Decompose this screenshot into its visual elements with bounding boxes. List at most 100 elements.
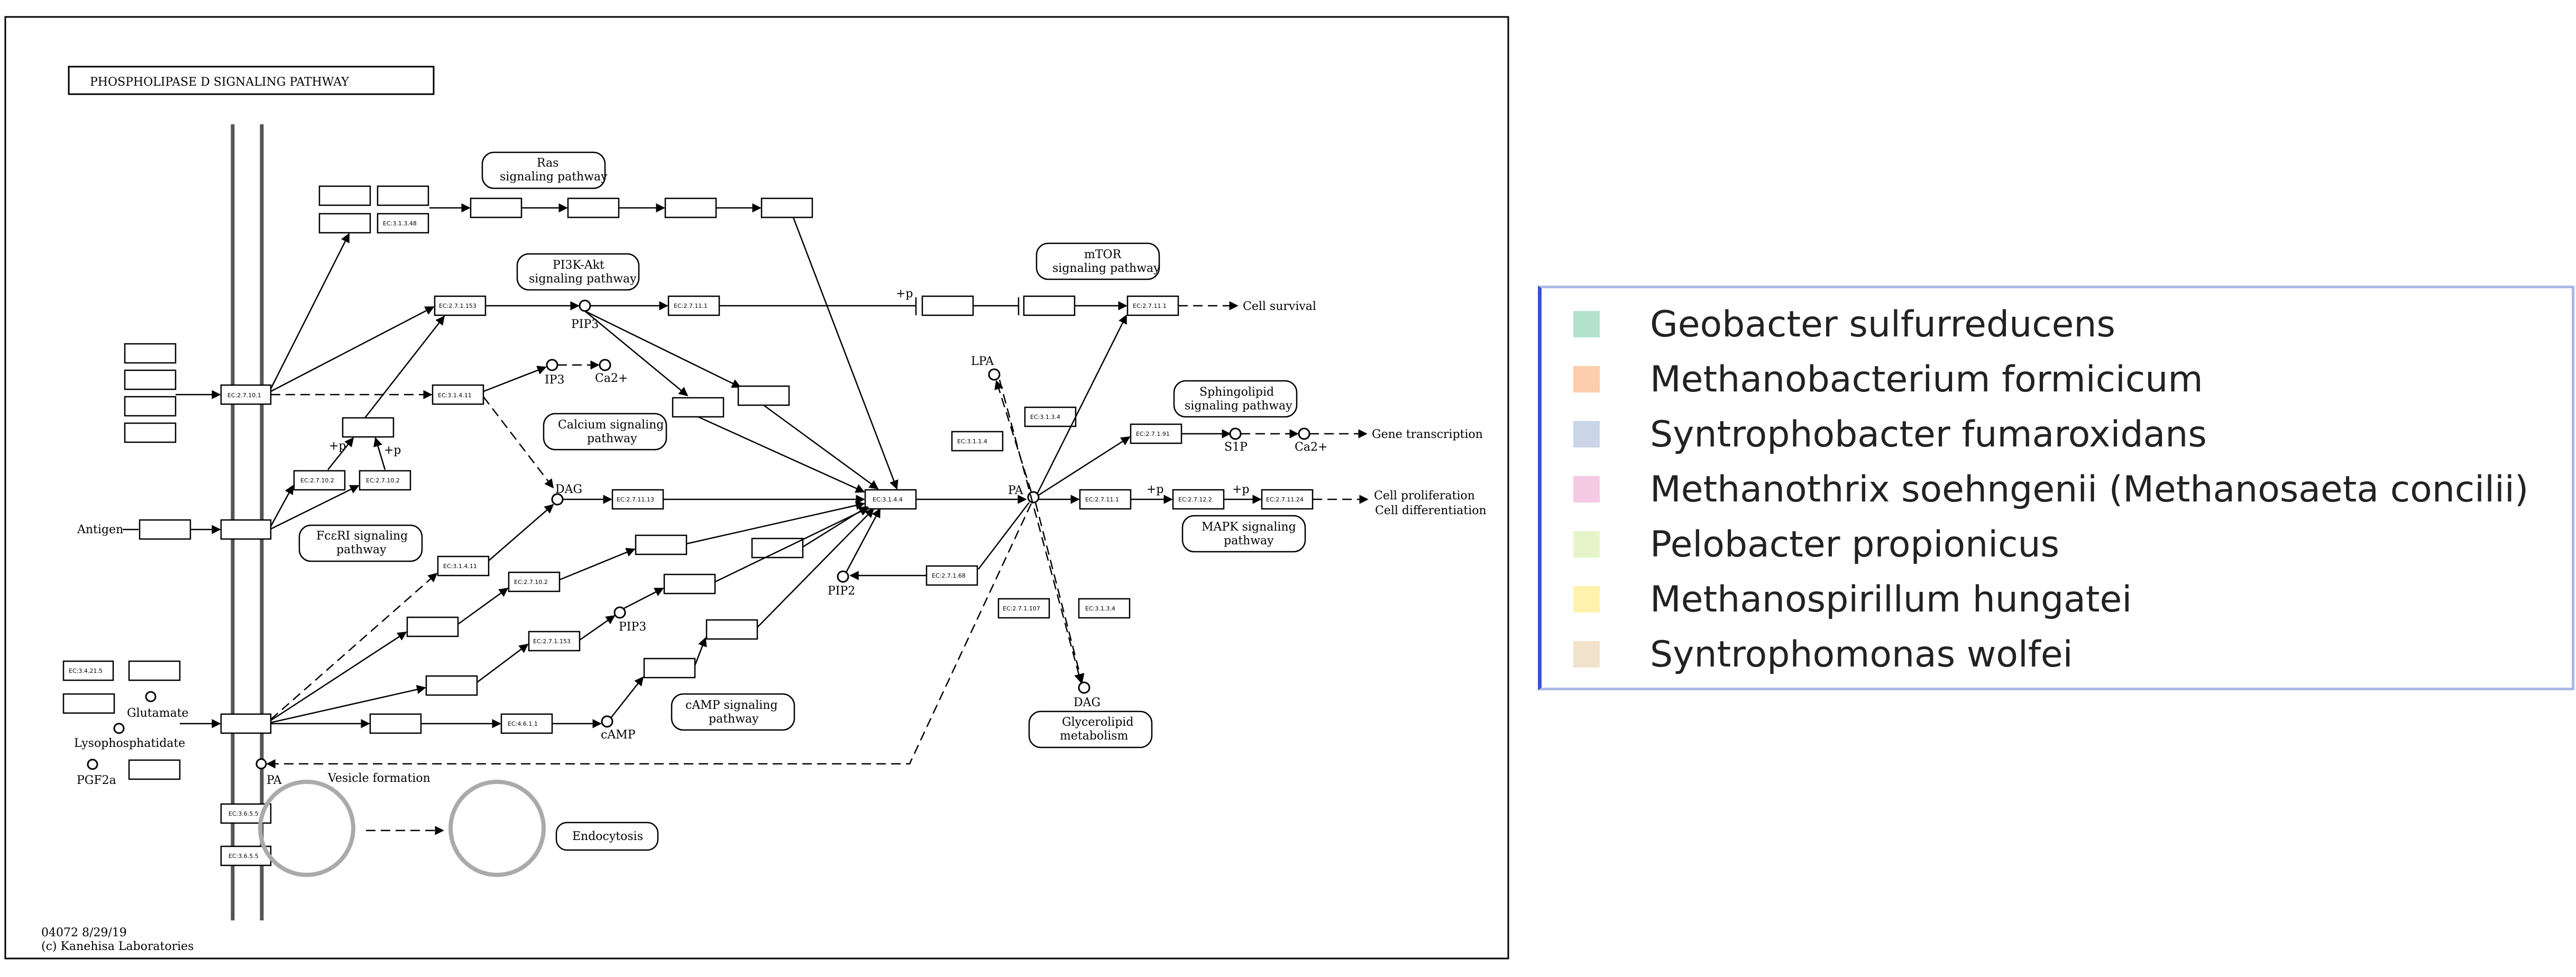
- gene-box[interactable]: [369, 713, 422, 734]
- ec-node[interactable]: EC:3.1.4.11: [437, 555, 490, 577]
- gene-box[interactable]: [470, 197, 522, 218]
- pathway-link-ras[interactable]: Ras signaling pathway: [481, 151, 608, 189]
- legend-item: Geobacter sulfurreducens: [1573, 299, 2115, 350]
- pathway-link-glycerolipid[interactable]: Glycerolipid metabolism: [1028, 710, 1153, 748]
- ec-node[interactable]: EC:3.1.1.4: [951, 431, 1004, 452]
- compound-node[interactable]: [988, 368, 1001, 381]
- pathway-link-endocytosis[interactable]: Endocytosis: [555, 821, 659, 851]
- pathway-link-mapk[interactable]: MAPK signaling pathway: [1181, 515, 1306, 553]
- compound-node[interactable]: [546, 359, 558, 371]
- compound-node[interactable]: [1027, 491, 1040, 504]
- ec-node[interactable]: EC:2.7.1.153: [528, 631, 581, 652]
- gene-box[interactable]: [672, 397, 725, 418]
- gene-box[interactable]: [567, 197, 620, 218]
- phospho-label: +p: [384, 444, 401, 457]
- gene-box[interactable]: [318, 213, 371, 234]
- compound-node[interactable]: [1298, 427, 1310, 440]
- svg-text:EC:2.7.10.2: EC:2.7.10.2: [514, 579, 548, 586]
- ec-node[interactable]: EC:2.7.10.2: [359, 470, 411, 491]
- pathway-link-calcium[interactable]: Calcium signaling pathway: [543, 413, 667, 451]
- gene-box[interactable]: [664, 197, 717, 218]
- ec-node[interactable]: EC:2.7.11.1: [1126, 295, 1179, 316]
- gene-box[interactable]: [643, 658, 696, 679]
- ec-node[interactable]: EC:2.7.10.2: [508, 571, 561, 592]
- gene-box[interactable]: [737, 385, 790, 406]
- compound-node[interactable]: [599, 359, 611, 371]
- ec-node[interactable]: EC:3.6.5.5: [220, 845, 272, 866]
- ec-node[interactable]: EC:4.6.1.1: [500, 713, 553, 734]
- compound-node[interactable]: [601, 715, 613, 728]
- compound-label: Glutamate: [127, 707, 189, 720]
- ec-node[interactable]: EC:2.7.1.68: [925, 565, 978, 586]
- compound-node[interactable]: [579, 299, 591, 312]
- pathway-link-pi3k[interactable]: PI3K-Akt signaling pathway: [516, 253, 640, 291]
- output-label: Gene transcription: [1372, 428, 1483, 441]
- pathway-link-camp[interactable]: cAMP signaling pathway: [671, 693, 795, 731]
- compound-label: LPA: [971, 355, 994, 368]
- svg-text:pathway: pathway: [336, 543, 387, 556]
- svg-text:pathway: pathway: [587, 432, 637, 445]
- gene-box[interactable]: [318, 185, 371, 206]
- ec-node[interactable]: EC:3.1.4.4: [864, 489, 917, 510]
- gene-box[interactable]: [377, 185, 429, 206]
- legend-swatch: [1573, 531, 1600, 558]
- ec-node[interactable]: EC:2.7.11.13: [611, 489, 664, 510]
- gene-box[interactable]: [921, 295, 974, 316]
- ec-node[interactable]: EC:2.7.10.2: [293, 470, 346, 491]
- svg-text:EC:3.1.4.4: EC:3.1.4.4: [873, 496, 903, 503]
- ec-node[interactable]: EC:2.7.10.1: [220, 384, 272, 405]
- legend-label: Syntrophomonas wolfei: [1650, 633, 2073, 675]
- legend-item: Syntrophobacter fumaroxidans: [1573, 409, 2207, 460]
- ec-node[interactable]: EC:2.7.11.1: [1079, 489, 1132, 510]
- svg-text:FcεRI signaling: FcεRI signaling: [316, 529, 408, 543]
- compound-label: DAG: [555, 483, 582, 496]
- ligand-box[interactable]: [128, 759, 181, 780]
- ec-node[interactable]: EC:2.7.12.2: [1172, 489, 1225, 510]
- compound-node[interactable]: [145, 691, 157, 702]
- ec-node[interactable]: EC:3.1.3.48: [377, 213, 429, 234]
- ligand-box[interactable]: [62, 693, 115, 714]
- compound-node[interactable]: [1078, 681, 1090, 694]
- pathway-link-sphingolipid[interactable]: Sphingolipid signaling pathway: [1173, 380, 1298, 418]
- gene-box[interactable]: [705, 619, 758, 640]
- antigen-box[interactable]: [139, 519, 191, 540]
- ec-node[interactable]: EC:3.1.4.11: [432, 384, 484, 405]
- svg-text:Ras: Ras: [537, 157, 558, 170]
- gene-box[interactable]: [751, 537, 804, 559]
- svg-text:EC:2.7.10.1: EC:2.7.10.1: [227, 392, 261, 399]
- ec-node[interactable]: EC:2.7.11.1: [667, 295, 720, 316]
- gene-box[interactable]: [425, 675, 478, 696]
- gene-box[interactable]: [635, 534, 687, 555]
- gene-box[interactable]: [663, 573, 716, 595]
- gene-box[interactable]: [406, 616, 459, 637]
- gene-box[interactable]: [760, 197, 813, 218]
- legend-item: Methanothrix soehngenii (Methanosaeta co…: [1573, 464, 2528, 515]
- compound-node[interactable]: [255, 758, 267, 770]
- ec-node[interactable]: EC:2.7.1.91: [1130, 423, 1182, 444]
- gpcr-receptor-box[interactable]: [220, 713, 272, 734]
- map-frame: [4, 16, 1509, 960]
- ec-node[interactable]: EC:3.1.3.4: [1024, 406, 1077, 427]
- svg-text:EC:2.7.12.2: EC:2.7.12.2: [1178, 496, 1212, 503]
- compound-label: Ca2+: [595, 372, 628, 385]
- ec-node[interactable]: EC:2.7.11.24: [1261, 489, 1314, 510]
- ec-node-highlighted[interactable]: EC:2.7.1.107: [997, 598, 1050, 619]
- compound-node[interactable]: [1229, 427, 1242, 440]
- pathway-link-mtor[interactable]: mTOR signaling pathway: [1035, 242, 1160, 280]
- ec-node[interactable]: EC:3.1.3.4: [1078, 598, 1131, 619]
- compound-label: DAG: [1074, 696, 1101, 709]
- pathway-link-fceri[interactable]: FcεRI signaling pathway: [298, 524, 423, 562]
- gene-box[interactable]: [342, 417, 395, 438]
- compound-node[interactable]: [837, 570, 849, 583]
- svg-text:EC:3.1.4.11: EC:3.1.4.11: [443, 563, 477, 570]
- ec-node[interactable]: EC:2.7.1.153: [434, 295, 487, 316]
- ligand-box[interactable]: [128, 660, 181, 681]
- fceri-receptor-box[interactable]: [220, 519, 272, 540]
- compound-node[interactable]: [613, 606, 626, 619]
- svg-text:pathway: pathway: [1224, 534, 1274, 547]
- compound-node[interactable]: [87, 759, 98, 770]
- svg-text:mTOR: mTOR: [1084, 248, 1122, 261]
- compound-node[interactable]: [113, 723, 125, 734]
- gene-box[interactable]: [1023, 295, 1076, 316]
- ec-node[interactable]: EC:3.4.21.5: [62, 660, 114, 681]
